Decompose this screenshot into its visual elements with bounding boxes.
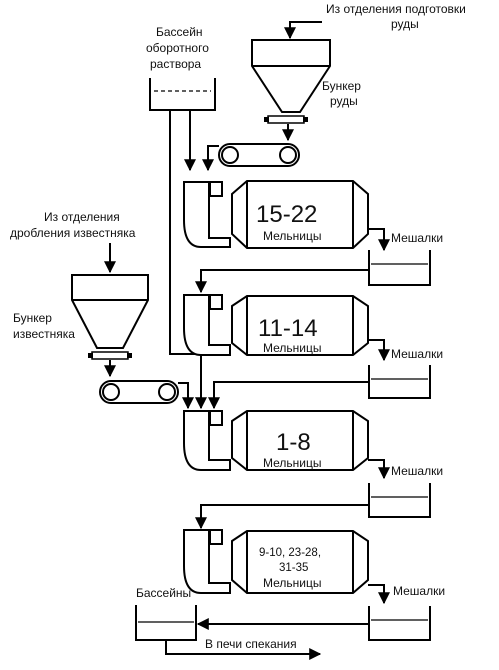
ore-conveyor-to-mill1 — [202, 145, 219, 172]
ore-conveyor — [218, 143, 300, 167]
pool-title-line3: раствора — [150, 57, 201, 71]
lime-source-label-line1: Из отделения — [44, 210, 120, 224]
ore-bunker-label-line1: Бункер — [322, 79, 361, 93]
mill-15-22-label: Мельницы — [263, 229, 322, 243]
ore-source-arrow — [284, 21, 322, 40]
mixer-2-label: Мешалки — [391, 347, 443, 361]
mill-1-8-label: Мельницы — [263, 456, 322, 470]
pool-title-line2: оборотного — [146, 41, 209, 55]
ore-bunker-label-line2: руды — [330, 94, 358, 108]
lime-conveyor-to-mill3 — [178, 382, 194, 410]
mill-15-22-discharge — [368, 228, 390, 252]
mill-11-14 — [183, 294, 369, 356]
mill-11-14-discharge — [368, 339, 390, 362]
tank2-to-mill3 — [208, 381, 369, 410]
lime-bunker-label-line2: известняка — [13, 327, 75, 341]
pool-title-line1: Бассейн — [156, 25, 203, 39]
mill-11-14-label: Мельницы — [263, 341, 322, 355]
mill-9-10-23-28-31-35 — [183, 529, 369, 594]
limestone-bunker — [71, 274, 149, 360]
mill-4-number-line1: 9-10, 23-28, — [259, 547, 321, 559]
tank3-to-mill4 — [195, 504, 369, 530]
pools-to-kilns-arrow — [165, 640, 322, 660]
mixer-3-label: Мешалки — [391, 464, 443, 478]
mill-1-8-number: 1-8 — [276, 429, 311, 456]
output-label: В печи спекания — [205, 637, 297, 651]
mill-4-discharge — [368, 584, 390, 605]
mixer-1-label: Мешалки — [391, 231, 443, 245]
mill-4-number-line2: 31-35 — [279, 562, 308, 574]
mill-1-8-discharge — [368, 459, 390, 480]
output-pools — [135, 605, 197, 641]
mill-1-8 — [183, 410, 369, 471]
mixer-tank-2 — [368, 365, 431, 399]
ore-source-label-line2: руды — [391, 17, 419, 31]
lime-source-label-line2: дробления известняка — [10, 226, 136, 240]
mixer-tank-1 — [368, 250, 431, 286]
mill-11-14-number: 11-14 — [258, 315, 318, 342]
mill-15-22 — [183, 180, 369, 249]
circulating-pool — [149, 78, 216, 111]
mixer-4-label: Мешалки — [393, 584, 445, 598]
ore-bunker — [251, 39, 331, 124]
pools-label: Бассейны — [136, 586, 191, 600]
limestone-conveyor — [99, 380, 179, 404]
lime-bunker-label-line1: Бункер — [13, 311, 52, 325]
mill-4-label: Мельницы — [263, 576, 322, 590]
mixer-tank-4 — [368, 606, 431, 641]
ore-source-label-line1: Из отделения подготовки — [326, 2, 466, 16]
pool-line-to-mill3 — [169, 110, 207, 410]
mill-15-22-number: 15-22 — [256, 201, 317, 228]
tank1-to-mill2 — [195, 269, 369, 294]
mixer-tank-3 — [368, 483, 431, 518]
